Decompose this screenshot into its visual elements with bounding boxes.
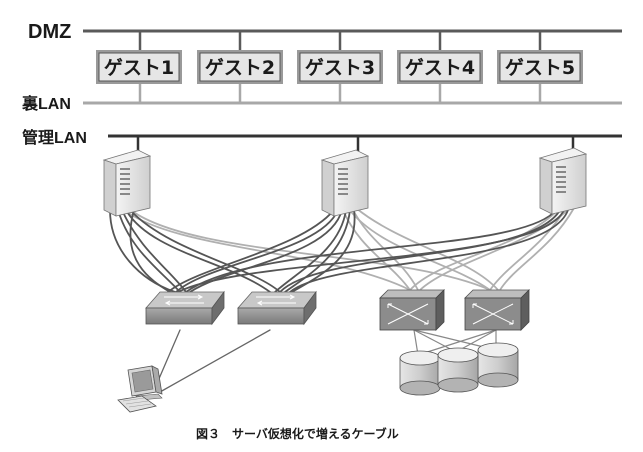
guest-label-3: ゲスト3 — [305, 57, 375, 79]
guest-box-3: ゲスト3 — [297, 50, 383, 84]
lan-switch-2 — [237, 290, 317, 326]
guest-row: ゲスト1 ゲスト2 ゲスト3 ゲスト4 ゲスト5 — [96, 31, 583, 103]
pc-cables — [154, 329, 271, 393]
client-pc — [117, 365, 163, 413]
guest-box-4: ゲスト4 — [397, 50, 483, 84]
storage-switch-2 — [464, 289, 530, 331]
dmz-network: DMZ — [28, 21, 622, 43]
guest-label-2: ゲスト2 — [205, 57, 275, 79]
lan-cables — [109, 209, 569, 293]
guest-box-1: ゲスト1 — [96, 50, 182, 84]
storage-switch-1 — [379, 289, 445, 331]
storage-disk-3 — [477, 342, 519, 388]
back-lan-label: 裏LAN — [21, 94, 71, 113]
mgmt-lan-label: 管理LAN — [22, 128, 87, 147]
guest-label-1: ゲスト1 — [104, 57, 174, 79]
back-lan-network: 裏LAN — [21, 94, 622, 113]
guest-box-2: ゲスト2 — [197, 50, 283, 84]
dmz-label: DMZ — [28, 21, 71, 43]
lan-switch-1 — [145, 290, 225, 326]
guest-label-5: ゲスト5 — [505, 57, 575, 79]
dmz-drop-lines — [138, 31, 542, 50]
server-1 — [102, 149, 152, 217]
mgmt-drop-lines — [136, 134, 575, 154]
guest-label-4: ゲスト4 — [405, 57, 475, 79]
figure-caption: 図３ サーバ仮想化で増えるケーブル — [196, 426, 399, 441]
server-3 — [538, 147, 588, 215]
mgmt-lan-network: 管理LAN — [22, 128, 622, 147]
guest-box-5: ゲスト5 — [497, 50, 583, 84]
server-2 — [320, 149, 370, 217]
storage-disk-1 — [399, 350, 441, 396]
storage-disk-2 — [437, 347, 479, 393]
back-lan-drop-lines — [138, 84, 542, 103]
